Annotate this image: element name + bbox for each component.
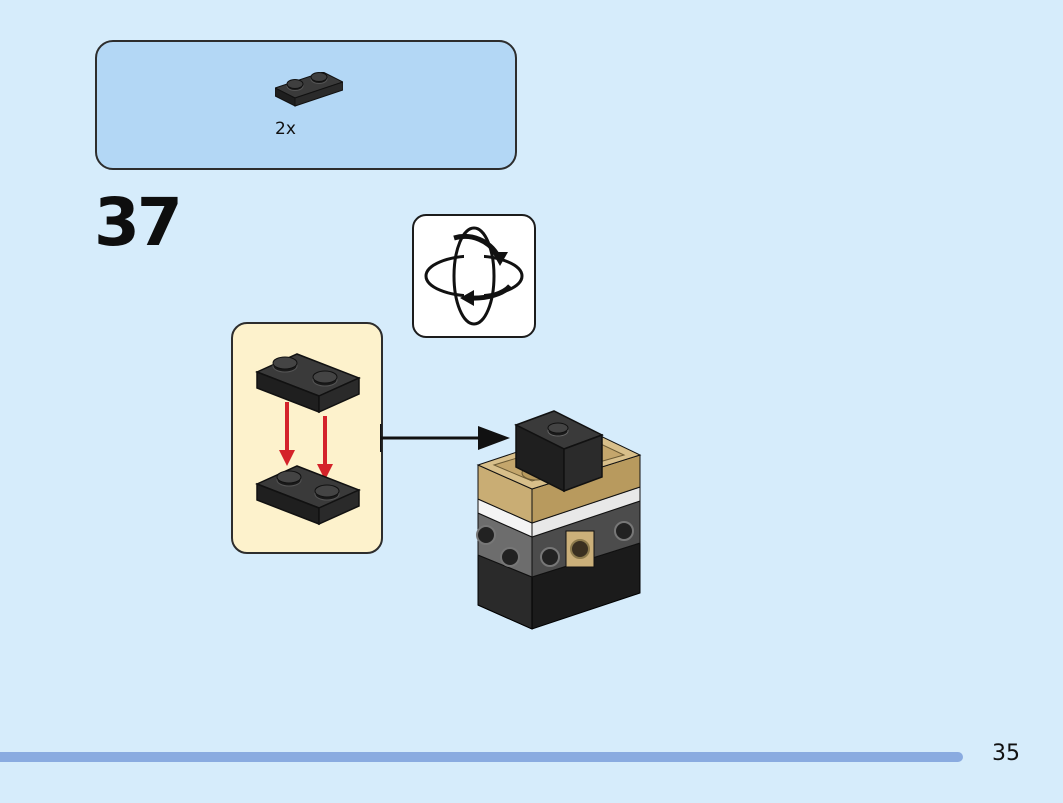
sub-assembly-callout <box>231 322 383 554</box>
plate-stack-icon <box>255 353 361 526</box>
rotate-model-icon <box>424 226 524 326</box>
rotate-hint-box <box>412 214 536 338</box>
step-number: 37 <box>94 184 183 261</box>
model-assembly <box>476 410 642 630</box>
pointer-arrow-icon <box>380 424 510 452</box>
page-number: 35 <box>992 741 1020 766</box>
part-quantity: 2x <box>275 119 296 139</box>
footer-bar <box>0 752 963 762</box>
black-1x2-plate-icon <box>275 72 343 107</box>
parts-list-box: 2x <box>95 40 517 170</box>
